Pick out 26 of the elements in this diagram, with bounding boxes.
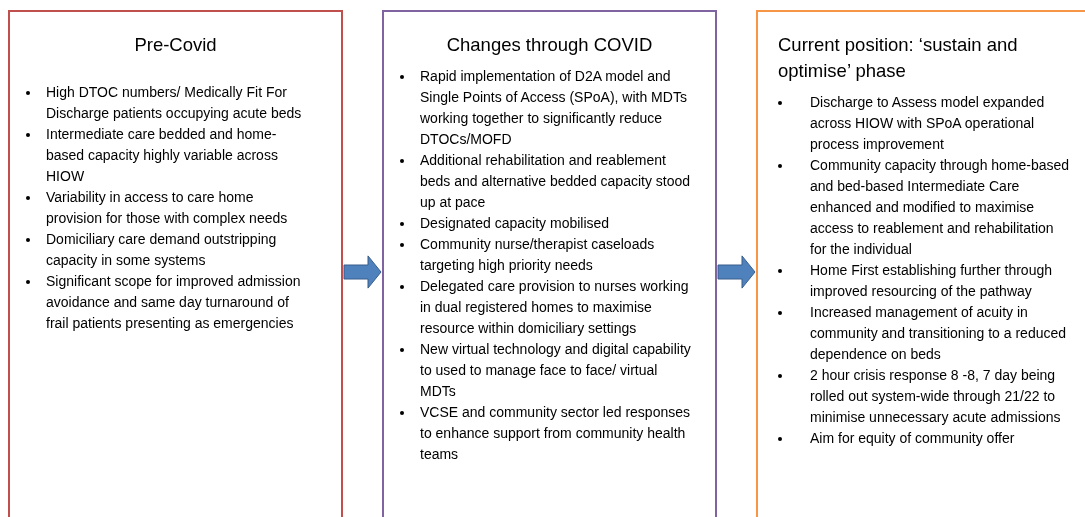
column-box [756, 10, 1085, 517]
block-arrow [343, 255, 382, 289]
column-heading: Changes through COVID [445, 33, 654, 57]
bullet-text: Domiciliary care demand outstripping capacity in some systems [46, 230, 278, 270]
bullet-text: Delegated care provision to nurses working in dual registered homes to maximise resource within domiciliary settings [420, 277, 690, 338]
bullet-text: Significant scope for improved admission avoidance and same day turnaround of frail patients presenting as emergencies [46, 272, 302, 333]
bullet-text: 2 hour crisis response 8 -8, 7 day being rolled out system-wide through 21/22 to minimise unnecessary acute admissions [810, 366, 1062, 427]
bullet-text: High DTOC numbers/ Medically Fit For Discharge patients occupying acute beds [46, 83, 303, 123]
column-heading: Current position: ‘sustain and optimise’ phase [777, 33, 1019, 83]
bullet-text: Aim for equity of community offer [810, 429, 1015, 448]
bullet-text: Variability in access to care home provision for those with complex needs [46, 188, 289, 228]
bullet-text: Additional rehabilitation and reablement beds and alternative bedded capacity stood up at pace [420, 151, 692, 212]
bullet-text: Community capacity through home-based and bed-based Intermediate Care enhanced and modified to maximise access to reablement and rehabilitation for the individual [810, 156, 1070, 259]
bullet-text: Intermediate care bedded and home-based capacity highly variable across HIOW [46, 125, 279, 186]
bullet-text: Community nurse/therapist caseloads targeting high priority needs [420, 235, 656, 275]
bullet-text: Designated capacity mobilised [420, 214, 610, 233]
bullet-text: Discharge to Assess model expanded across HIOW with SPoA operational process improvement [810, 93, 1046, 154]
bullet-text: Home First establishing further through improved resourcing of the pathway [810, 261, 1053, 301]
block-arrow [717, 255, 756, 289]
bullet-text: New virtual technology and digital capability to used to manage face to face/ virtual MDTs [420, 340, 692, 401]
column-box [382, 10, 717, 517]
column-heading: Pre-Covid [133, 33, 218, 57]
bullet-text: Rapid implementation of D2A model and Single Points of Access (SPoA), with MDTs working together to significantly reduce DTOCs/MOFD [420, 67, 688, 149]
column-box [8, 10, 343, 517]
bullet-text: Increased management of acuity in community and transitioning to a reduced dependence on beds [810, 303, 1068, 364]
bullet-text: VCSE and community sector led responses to enhance support from community health teams [420, 403, 691, 464]
